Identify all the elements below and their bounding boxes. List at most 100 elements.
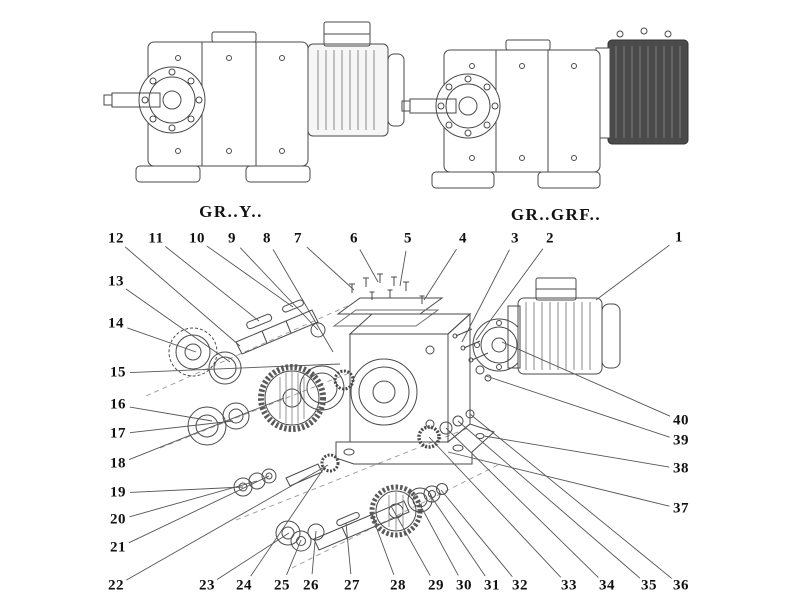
exploded-view bbox=[145, 273, 621, 569]
leader-line-28 bbox=[370, 512, 395, 575]
shaft-key bbox=[336, 511, 360, 527]
part-callout-31: 31 bbox=[483, 577, 501, 594]
washer-set bbox=[233, 453, 340, 497]
leader-line-40 bbox=[501, 341, 671, 417]
input-flange-parts bbox=[452, 318, 526, 382]
part-callout-26: 26 bbox=[302, 577, 320, 594]
label-gr-y: GR..Y.. bbox=[199, 202, 263, 221]
leader-line-30 bbox=[417, 500, 459, 576]
part-callout-8: 8 bbox=[262, 230, 272, 247]
motor-fins bbox=[525, 302, 591, 370]
intermediate-shaft bbox=[285, 463, 323, 487]
leader-line-26 bbox=[311, 530, 317, 575]
motor-flange bbox=[507, 305, 521, 369]
leader-line-15 bbox=[129, 363, 341, 373]
part-callout-38: 38 bbox=[672, 460, 690, 477]
part-callout-37: 37 bbox=[672, 500, 690, 517]
part-callout-17: 17 bbox=[109, 425, 127, 442]
leader-line-29 bbox=[390, 505, 431, 576]
output-hub bbox=[435, 73, 501, 139]
part-callout-21: 21 bbox=[109, 539, 127, 556]
mounting-foot bbox=[245, 165, 311, 183]
leader-line-16 bbox=[129, 406, 213, 422]
leader-line-22 bbox=[126, 464, 329, 581]
leader-line-11 bbox=[165, 246, 260, 322]
part-callout-14: 14 bbox=[107, 315, 125, 332]
base-side-parts bbox=[417, 409, 475, 449]
input-pinion-shaft bbox=[235, 299, 326, 355]
leader-line-10 bbox=[206, 245, 294, 308]
part-callout-35: 35 bbox=[640, 577, 658, 594]
part-callout-29: 29 bbox=[427, 577, 445, 594]
leader-line-6 bbox=[359, 249, 379, 283]
leader-line-8 bbox=[272, 249, 334, 353]
leader-line-21 bbox=[128, 475, 270, 544]
leader-line-36 bbox=[469, 413, 672, 579]
part-callout-10: 10 bbox=[188, 230, 206, 247]
leader-line-13 bbox=[125, 288, 231, 363]
part-callout-34: 34 bbox=[598, 577, 616, 594]
leader-line-32 bbox=[440, 489, 513, 578]
leader-line-35 bbox=[457, 420, 641, 579]
part-callout-15: 15 bbox=[109, 364, 127, 381]
part-callout-9: 9 bbox=[227, 230, 237, 247]
part-callout-20: 20 bbox=[109, 511, 127, 528]
part-callout-1: 1 bbox=[674, 229, 684, 246]
leader-line-7 bbox=[306, 246, 355, 291]
housing-base bbox=[335, 423, 495, 465]
leader-line-9 bbox=[239, 247, 319, 331]
motor-fan-cover bbox=[601, 303, 621, 369]
part-callout-7: 7 bbox=[293, 230, 303, 247]
leader-line-31 bbox=[429, 494, 486, 577]
leader-line-5 bbox=[399, 250, 407, 287]
leader-line-33 bbox=[428, 436, 562, 578]
shaft-key bbox=[282, 299, 304, 313]
part-callout-16: 16 bbox=[109, 396, 127, 413]
output-shaft-assembly bbox=[275, 483, 448, 552]
leader-line-18 bbox=[128, 397, 285, 460]
leader-line-38 bbox=[483, 435, 670, 468]
part-callout-22: 22 bbox=[107, 577, 125, 594]
leader-line-34 bbox=[445, 427, 599, 578]
part-callout-25: 25 bbox=[273, 577, 291, 594]
spacer-ring bbox=[310, 322, 326, 338]
label-gr-grf: GR..GRF.. bbox=[510, 205, 602, 224]
output-hub bbox=[138, 66, 206, 134]
part-callout-13: 13 bbox=[107, 273, 125, 290]
leader-line-20 bbox=[129, 480, 258, 518]
part-callout-39: 39 bbox=[672, 432, 690, 449]
part-callout-11: 11 bbox=[147, 230, 165, 247]
electric-motor bbox=[507, 277, 621, 375]
mounting-foot bbox=[431, 171, 495, 189]
leader-line-19 bbox=[129, 486, 244, 493]
part-callout-4: 4 bbox=[458, 230, 468, 247]
part-callout-18: 18 bbox=[109, 455, 127, 472]
leader-line-1 bbox=[595, 244, 670, 301]
lock-nut bbox=[436, 483, 448, 495]
output-shaft bbox=[313, 500, 410, 551]
part-callout-32: 32 bbox=[511, 577, 529, 594]
input-cover-fins bbox=[615, 46, 681, 138]
part-callout-3: 3 bbox=[510, 230, 520, 247]
part-callout-6: 6 bbox=[349, 230, 359, 247]
part-callout-2: 2 bbox=[545, 230, 555, 247]
part-callout-28: 28 bbox=[389, 577, 407, 594]
leader-line-23 bbox=[216, 532, 290, 580]
part-callout-5: 5 bbox=[403, 230, 413, 247]
leader-line-2 bbox=[475, 248, 544, 341]
leader-line-39 bbox=[485, 375, 670, 438]
leader-line-25 bbox=[286, 539, 302, 576]
mounting-foot bbox=[135, 165, 201, 183]
mounting-foot bbox=[537, 171, 601, 189]
part-callout-40: 40 bbox=[672, 412, 690, 429]
leader-line-37 bbox=[447, 451, 670, 507]
part-callout-27: 27 bbox=[343, 577, 361, 594]
gear-housing bbox=[335, 312, 495, 465]
part-callout-33: 33 bbox=[560, 577, 578, 594]
leader-line-27 bbox=[345, 522, 352, 575]
part-callout-23: 23 bbox=[198, 577, 216, 594]
cover-gasket bbox=[332, 309, 440, 327]
part-callout-36: 36 bbox=[672, 577, 690, 594]
